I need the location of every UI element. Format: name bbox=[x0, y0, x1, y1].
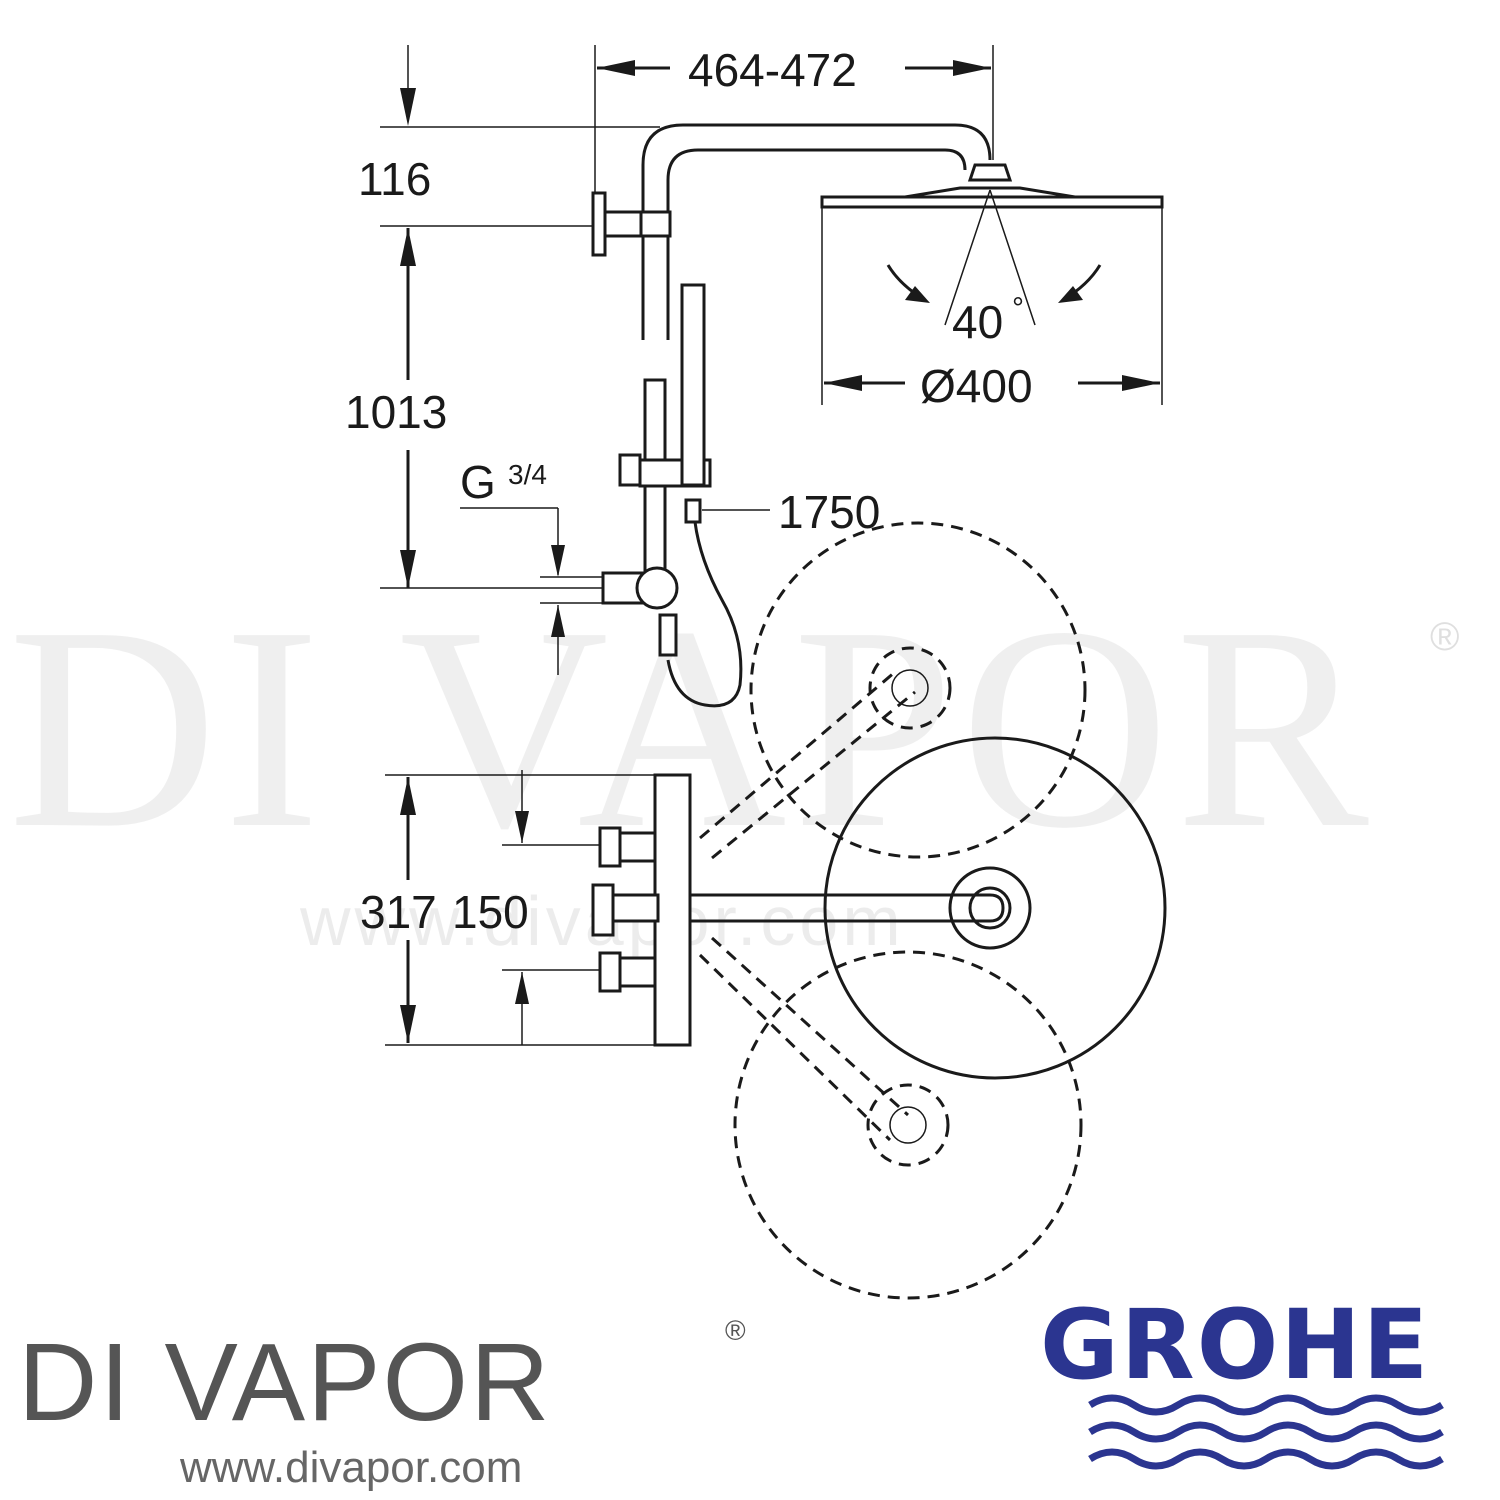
column-height-label: 1013 bbox=[345, 386, 447, 438]
head-projection-label: 464-472 bbox=[688, 44, 857, 96]
head-diameter-label: Ø400 bbox=[920, 360, 1033, 412]
top-offset-label: 116 bbox=[358, 153, 431, 205]
divapor-logo-text: DI VAPOR bbox=[18, 1321, 552, 1444]
spray-angle-label: 40 bbox=[952, 296, 1003, 348]
head-plate bbox=[820, 195, 1164, 209]
watermark-registered: ® bbox=[1430, 615, 1459, 659]
mixer-body bbox=[653, 773, 692, 1047]
dimension-top-offset: 116 bbox=[358, 45, 660, 205]
dimension-hose-length: 1750 bbox=[702, 486, 880, 538]
spray-angle-unit: ° bbox=[1012, 292, 1024, 325]
divapor-logo: DI VAPOR ® www.divapor.com bbox=[18, 1315, 746, 1492]
divapor-logo-registered: ® bbox=[725, 1315, 746, 1346]
thread-fraction: 3/4 bbox=[508, 459, 547, 490]
slider bbox=[618, 453, 642, 487]
mixer-height-label: 317 bbox=[360, 886, 437, 938]
dimension-mixer: 317 150 bbox=[360, 770, 690, 1046]
hand-shower bbox=[680, 283, 706, 487]
swing-arm bbox=[625, 893, 1005, 923]
hose-length-label: 1750 bbox=[778, 486, 880, 538]
shower-column bbox=[591, 123, 992, 708]
grohe-logo: GROHE bbox=[1040, 1289, 1444, 1470]
dimension-head-projection: 464-472 bbox=[594, 44, 994, 235]
grohe-waves-icon bbox=[1088, 1394, 1444, 1470]
hose bbox=[666, 521, 743, 708]
swing-position-lower bbox=[733, 950, 1083, 1300]
swing-position-center bbox=[823, 736, 1167, 1080]
dimension-column-height: 1013 bbox=[345, 225, 610, 589]
grohe-logo-text: GROHE bbox=[1040, 1289, 1430, 1401]
swing-positions bbox=[625, 521, 1167, 1300]
head-shower: 40 ° Ø400 bbox=[820, 163, 1164, 412]
inlet-centers-label: 150 bbox=[452, 886, 529, 938]
wall-bracket bbox=[591, 191, 607, 257]
riser-pipe bbox=[641, 123, 992, 340]
dimension-thread: G 3/4 bbox=[460, 456, 610, 675]
swing-position-upper bbox=[749, 521, 1087, 859]
divapor-url: www.divapor.com bbox=[179, 1443, 522, 1492]
thread-label: G bbox=[460, 456, 496, 508]
thermostatic-mixer bbox=[591, 773, 692, 1047]
